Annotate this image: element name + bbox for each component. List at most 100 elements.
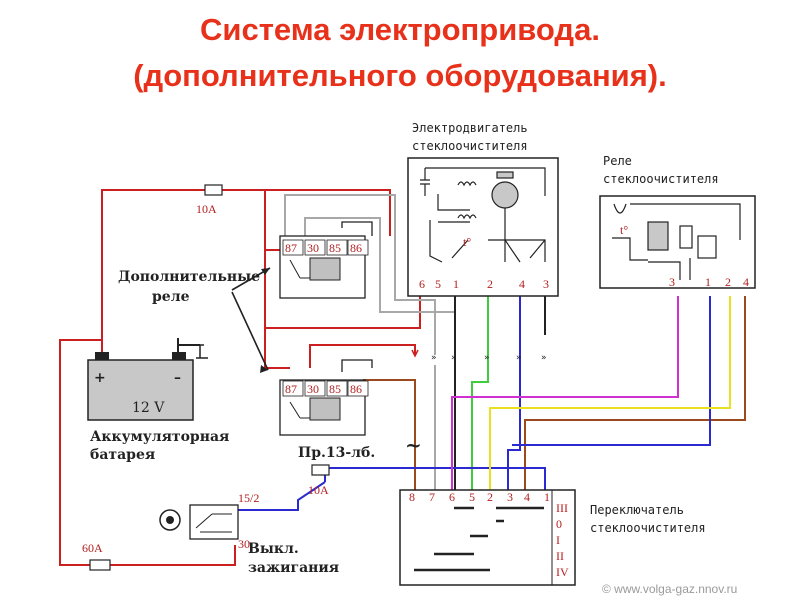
connector-mark [411,349,419,358]
fuse-bottom [89,559,111,571]
relay-pin-label-box [326,239,348,256]
connector-mark: » [516,353,522,363]
switch-pin-label: 4 [524,490,530,504]
extra-relay-2 [279,359,373,436]
relay-wiper-label-line-2: стеклоочистителя [603,172,719,186]
relay-pin-label-box [282,239,304,256]
motor-pin-label: 4 [519,277,525,291]
wire-brown-2 [524,296,746,490]
watermark: © www.volga-gaz.nnov.ru [602,582,737,596]
motor-thermo-label: t° [463,235,471,249]
battery-terminal-plus [95,352,109,360]
ignition-switch-box [189,504,239,540]
motor-pin-label: 3 [543,277,549,291]
fuse-top [204,184,223,196]
relay-pin-label-box [347,380,369,397]
fuse-mid [311,464,330,476]
battery-terminal-minus [172,352,186,360]
wire-yellow [489,296,731,490]
extra-relays-label-line-2: реле [152,289,190,305]
wiper-relay-internals [612,203,741,280]
relay-pin-label-box [347,239,369,256]
extra-relays-label-line-1: Дополнительные [118,269,260,285]
wire-blue-ign [238,481,326,511]
switch-pin-label: 8 [409,490,415,504]
wire-brown-1 [363,379,416,490]
connector-mark: » [484,353,490,363]
switch-mode-label: I [556,533,560,547]
ground-icon [341,359,373,372]
switch-mode-label: 0 [556,517,562,531]
page-title-line-1: Система электропривода. [200,12,600,47]
ignition-pin-15: 15/2 [238,491,259,505]
battery-ground-icon [186,344,208,359]
fuse-mid-name: Пр.13-лб. [298,445,375,461]
ignition-pin-30: 30 [238,537,250,551]
extra-relay-1 [279,221,373,299]
relay-pin-label: 85 [329,241,341,255]
switch-contact-bars [414,506,544,572]
motor-pin-label: 6 [419,277,425,291]
switch-pin-label: 1 [544,490,550,504]
switch-pin-label: 7 [429,490,435,504]
relay-wiper-thermo-label: t° [620,223,628,237]
wire-blue-2 [512,296,711,446]
wire-red-top [265,189,391,236]
wiper-relay-box [599,195,756,289]
wire-magenta [451,296,679,490]
connector-mark: » [541,353,547,363]
switch-label-line-1: Переключатель [590,503,684,517]
motor-internals [420,167,546,263]
wire-grey-1 [284,194,436,355]
wiper-motor-box [407,157,559,297]
battery-label-line-1: Аккумуляторная [90,429,229,445]
relay-pin-label: 30 [307,241,319,255]
fuse-mid-label: 10A [308,483,329,497]
relay-wiper-pin-label: 3 [669,275,675,289]
fuse-bottom-label: 60A [82,541,103,555]
motor-label-line-2: стеклоочистителя [412,139,528,153]
wire-blue-1 [507,296,521,490]
wire-red-to-relay2 [264,328,290,369]
battery-label-line-2: батарея [90,447,155,463]
relay-pin-label-box [304,239,326,256]
switch-mode-label: IV [556,565,569,579]
relay-pin-label: 86 [350,382,362,396]
motor-label-line-1: Электродвигатель [412,121,528,135]
relay-wiper-pin-label: 1 [705,275,711,289]
wire-red-main [101,189,205,360]
relay-wiper-pin-label: 2 [725,275,731,289]
relay-pin-label: 85 [329,382,341,396]
wire-red-to-relay1 [222,189,290,251]
relay-pin-label: 87 [285,382,297,396]
relay-coil [309,257,341,281]
battery-minus-sign: – [174,370,181,386]
switch-pin-label: 5 [469,490,475,504]
relay-pin-label: 87 [285,241,297,255]
relay-pin-label-box [326,380,348,397]
relay-pin-label-box [282,380,304,397]
relay-pin-label-box [304,380,326,397]
relay-wiper-label-line-1: Реле [603,154,632,168]
wire-red-relay2 [309,344,416,368]
connector-mark: » [431,353,437,363]
switch-label-line-2: стеклоочистителя [590,521,706,535]
relay-pin-label: 30 [307,382,319,396]
wire-red-bottom [59,339,236,566]
ignition-label-line-2: зажигания [248,560,339,576]
ignition-label-line-1: Выкл. [248,541,299,557]
switch-pin-label: 2 [487,490,493,504]
switch-mode-label: II [556,549,564,563]
ac-tilde-icon: ~ [405,433,422,457]
switch-mode-label: III [556,501,568,515]
battery-body [87,359,194,421]
motor-pin-label: 5 [435,277,441,291]
ignition-contact [195,513,232,533]
wire-green [471,296,489,490]
relay-wiper-pin-label: 4 [743,275,749,289]
motor-pin-label: 1 [453,277,459,291]
relay-pin-label: 86 [350,241,362,255]
switch-pin-label: 3 [507,490,513,504]
page-title-line-2: (дополнительного оборудования). [133,58,667,93]
fuse-top-label: 10A [196,202,217,216]
